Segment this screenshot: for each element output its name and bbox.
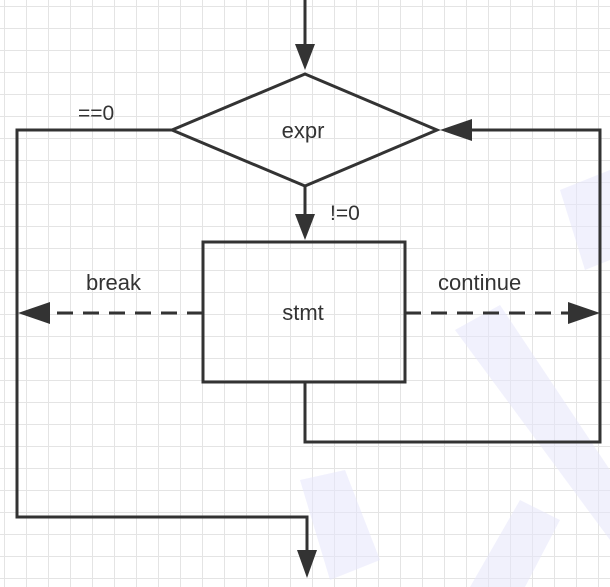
zero-label: ==0	[78, 102, 114, 125]
entry-arrowhead	[295, 44, 315, 70]
exit-arrowhead	[297, 550, 317, 578]
nonzero-label: !=0	[330, 202, 360, 225]
nonzero-arrowhead	[295, 214, 315, 240]
break-arrowhead	[18, 302, 50, 324]
process-label: stmt	[282, 300, 324, 325]
loop-back-connector	[303, 128, 602, 444]
break-label: break	[86, 270, 142, 295]
exit-connector	[15, 128, 309, 555]
continue-arrowhead	[568, 302, 600, 324]
watermark	[300, 170, 610, 587]
continue-label: continue	[438, 270, 521, 295]
loop-back-arrowhead	[440, 119, 472, 141]
decision-label: expr	[282, 118, 325, 143]
